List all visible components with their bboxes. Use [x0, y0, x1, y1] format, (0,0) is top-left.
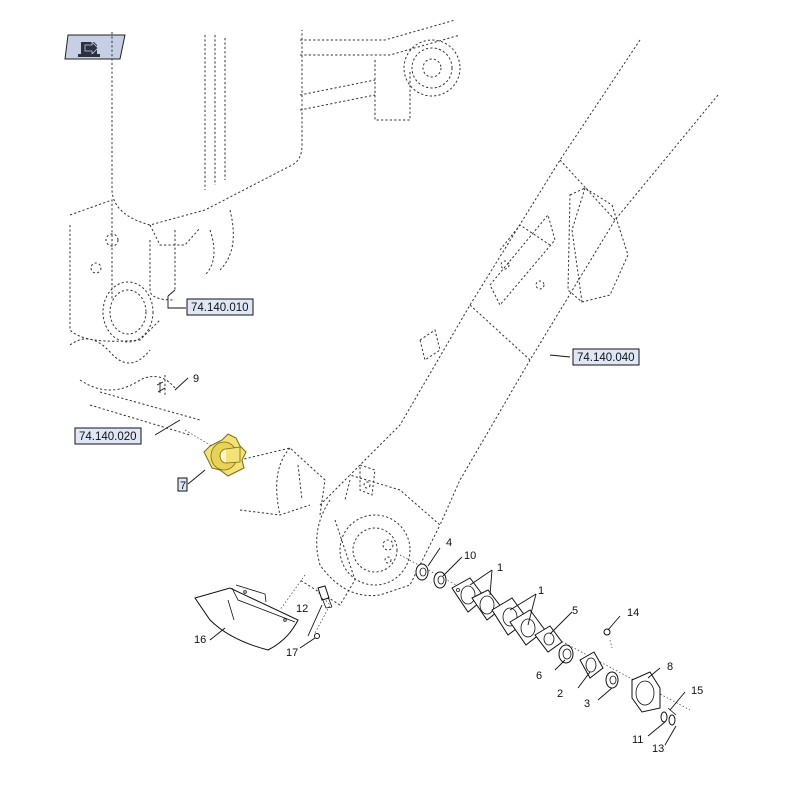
callout-5: 5 — [572, 605, 578, 617]
part-4-washer — [415, 563, 429, 581]
ref-box-74-140-040[interactable]: 74.140.040 — [572, 348, 640, 366]
ref-label: 74.140.040 — [577, 352, 635, 364]
part-6-bearing — [558, 644, 574, 664]
callout-11: 11 — [632, 734, 643, 746]
callout-10: 10 — [464, 550, 476, 562]
callout-9: 9 — [193, 373, 199, 385]
part-14-grease-fitting — [603, 628, 611, 636]
callout-12: 12 — [296, 603, 308, 615]
part-11-washer — [660, 711, 668, 723]
part-8-cap — [631, 671, 661, 713]
leader-lines — [154, 289, 686, 746]
callout-4: 4 — [446, 537, 452, 549]
part-12-bolt — [317, 585, 333, 609]
nav-button[interactable] — [64, 34, 126, 60]
callout-labels: 9 4 10 1 1 5 14 8 6 2 3 15 11 13 12 16 1… — [193, 373, 703, 755]
callout-1b: 1 — [538, 585, 544, 597]
book-arrow-icon — [78, 41, 100, 57]
ref-box-74-140-010[interactable]: 74.140.010 — [186, 298, 254, 316]
bearing-stack — [156, 381, 677, 726]
callout-3: 3 — [584, 698, 590, 710]
callout-7-highlight[interactable]: 7 — [177, 477, 188, 492]
part-13-nut — [668, 714, 676, 726]
unloading-boom — [239, 39, 719, 606]
callout-7: 7 — [180, 480, 186, 492]
callout-14: 14 — [627, 607, 639, 619]
part-16-shield — [194, 584, 299, 651]
callout-17: 17 — [286, 647, 298, 659]
machine-frame-context — [69, 19, 461, 436]
callout-16: 16 — [194, 634, 206, 646]
callout-15: 15 — [691, 685, 703, 697]
callout-6: 6 — [536, 670, 542, 682]
ref-label: 74.140.020 — [79, 431, 137, 443]
ref-label: 74.140.010 — [191, 302, 249, 314]
part-17-screw — [314, 633, 320, 639]
callout-8: 8 — [667, 661, 673, 673]
part-9-roll-pin — [156, 381, 166, 393]
part-15-pin — [667, 707, 677, 716]
ref-box-74-140-020[interactable]: 74.140.020 — [74, 427, 142, 445]
callout-1a: 1 — [497, 562, 503, 574]
callout-2: 2 — [557, 688, 563, 700]
assembly-axes — [184, 429, 691, 711]
part-7-drive-sprocket[interactable] — [203, 433, 247, 477]
part-2-collar — [579, 651, 604, 679]
part-5-plate — [534, 625, 563, 653]
callout-13: 13 — [652, 743, 664, 755]
part-3-washer — [605, 671, 619, 689]
